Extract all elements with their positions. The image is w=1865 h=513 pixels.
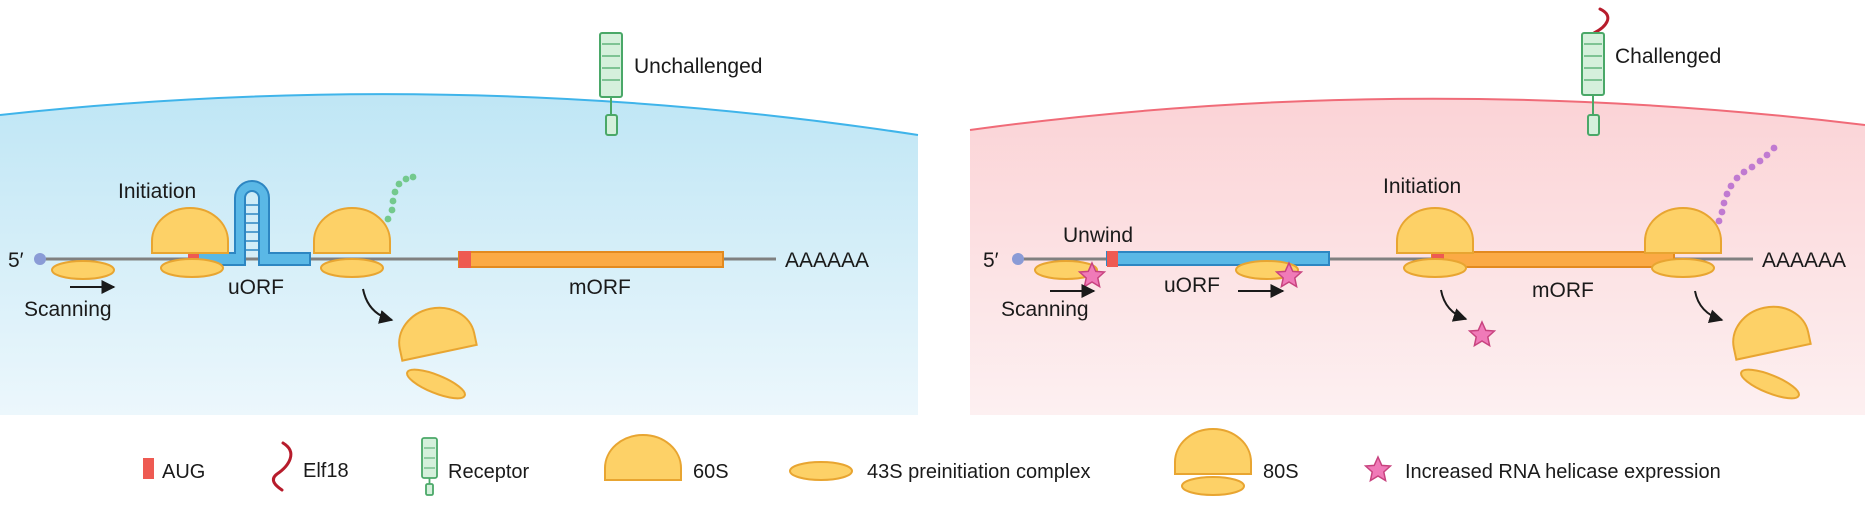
unwind-label: Unwind — [1063, 224, 1133, 247]
cell-membrane — [969, 97, 1865, 131]
legend-elf18-icon — [271, 441, 293, 492]
legend-aug-label: AUG — [162, 461, 205, 483]
uorf-label: uORF — [228, 276, 284, 299]
cell-background-challenged — [970, 98, 1865, 415]
legend-43s-label: 43S preinitiation complex — [867, 461, 1090, 483]
legend-80s-43s-icon — [1181, 476, 1245, 496]
five-prime-label: 5′ — [983, 249, 999, 272]
nascent-peptide — [384, 173, 417, 223]
dissociation-arrow — [1440, 289, 1468, 322]
hairpin-rungs — [245, 204, 259, 251]
cap-icon — [34, 253, 46, 265]
state-label-unchallenged: Unchallenged — [634, 55, 762, 78]
state-label-challenged: Challenged — [1615, 45, 1721, 68]
legend-receptor-icon — [421, 437, 438, 496]
five-prime-label: 5′ — [8, 249, 24, 272]
legend-helicase-star-icon — [1364, 456, 1392, 482]
legend: AUG Elf18 Receptor 60S 43S preinitiation… — [143, 428, 1721, 496]
aug-marker — [1107, 251, 1118, 267]
morf-label: mORF — [1532, 279, 1594, 302]
receptor-icon — [1581, 32, 1605, 136]
morf-bar — [458, 251, 724, 268]
uorf-label: uORF — [1164, 274, 1220, 297]
legend-60s-label: 60S — [693, 461, 729, 483]
morf-bar — [1431, 251, 1675, 268]
initiation-label: Initiation — [118, 180, 196, 203]
legend-80s-60s-icon — [1174, 428, 1252, 475]
left-panel: Unchallenged 5′ AAAAAA uORF mORF Scannin… — [0, 32, 919, 415]
receptor-icon — [599, 32, 623, 136]
scanning-label: Scanning — [1001, 298, 1089, 321]
s43-complex — [51, 260, 115, 280]
legend-43s-icon — [789, 461, 853, 481]
uorf-bar — [1106, 251, 1330, 266]
s43-complex — [1403, 258, 1467, 278]
right-panel: Challenged 5′ AAAAAA Unwind uORF mORF Sc… — [969, 7, 1865, 415]
aug-marker — [459, 251, 471, 268]
legend-helicase-label: Increased RNA helicase expression — [1405, 461, 1721, 483]
morf-label: mORF — [569, 276, 631, 299]
uorf-bar — [191, 180, 311, 266]
cell-membrane — [0, 93, 919, 136]
s43-complex — [320, 258, 384, 278]
legend-80s-label: 80S — [1263, 461, 1299, 483]
dissociation-arrow — [362, 288, 394, 324]
s43-complex — [1651, 258, 1715, 278]
legend-elf18-label: Elf18 — [303, 460, 349, 482]
poly-a-label: AAAAAA — [1762, 249, 1846, 272]
legend-receptor-label: Receptor — [448, 461, 529, 483]
s43-complex — [160, 258, 224, 278]
legend-aug-swatch — [143, 458, 154, 479]
nascent-peptide — [1715, 144, 1778, 225]
legend-60s-icon — [604, 434, 682, 481]
poly-a-label: AAAAAA — [785, 249, 869, 272]
scanning-label: Scanning — [24, 298, 112, 321]
cap-icon — [1012, 253, 1024, 265]
dissociation-arrow — [1694, 290, 1724, 324]
initiation-label: Initiation — [1383, 175, 1461, 198]
